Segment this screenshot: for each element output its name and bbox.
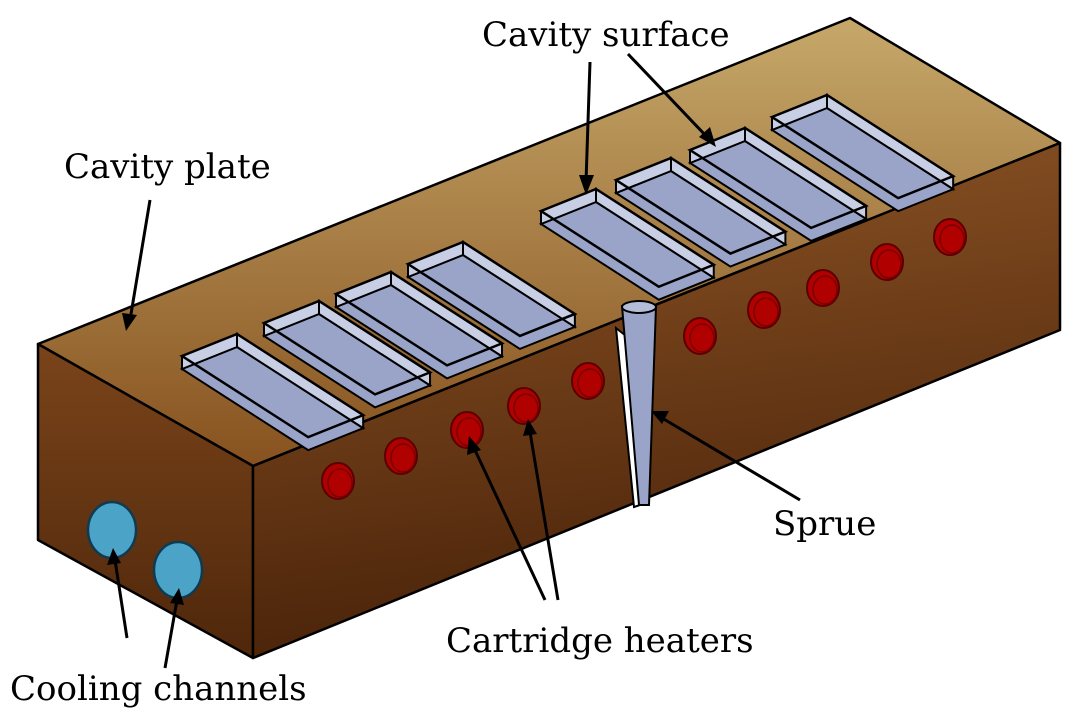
leader-arrows [107,52,801,669]
label-cartridge-heaters: Cartridge heaters [446,621,754,661]
arrow-heater-2 [523,419,560,601]
cartridge-heater [571,362,605,400]
arrow-cooling-1 [107,548,129,639]
cartridge-heater [806,269,840,307]
cartridge-heaters [321,218,967,500]
cavity-surface [769,93,956,213]
arrow-heater-1 [467,436,547,601]
arrow-cavity-plate [122,199,152,331]
cavity-rim [538,187,717,289]
cavity-rim [261,299,433,396]
cavity-rim [613,156,789,255]
cooling-channels [86,500,204,600]
cavity-surface [333,270,505,380]
block-front-face [251,141,1062,660]
cavity-surfaces [179,93,956,452]
cavity-rim [179,332,366,439]
arrow-sprue [651,411,801,502]
cavity-surface [538,187,717,301]
cartridge-heater [933,218,967,256]
cavity-surface [687,126,869,243]
cavity-rim [769,93,956,200]
label-cooling-channels: Cooling channels [10,669,307,709]
cartridge-heater [321,462,355,500]
arrow-cooling-2 [163,588,184,669]
label-sprue: Sprue [773,504,876,544]
cartridge-heater [683,317,717,355]
cavity-surface [405,240,578,351]
label-cavity-plate: Cavity plate [64,147,271,187]
cartridge-heater [384,437,418,475]
cavity-rim [333,270,505,367]
cavity-surface [261,299,433,409]
sprue-opening [621,300,657,314]
cooling-channel [152,540,204,600]
cavity-rim [687,126,869,230]
sprue-channel [614,300,658,509]
arrow-cavity-surface-1 [579,61,594,195]
cartridge-heater [507,387,541,425]
cavity-surface [179,332,366,452]
cavity-rim [405,240,578,338]
arrow-cavity-surface-2 [626,52,716,147]
cartridge-heater [870,243,904,281]
cartridge-heater [450,411,484,449]
label-cavity-surface: Cavity surface [482,15,730,55]
cartridge-heater [747,291,781,329]
cavity-surface [613,156,789,268]
cooling-channel [86,500,138,560]
